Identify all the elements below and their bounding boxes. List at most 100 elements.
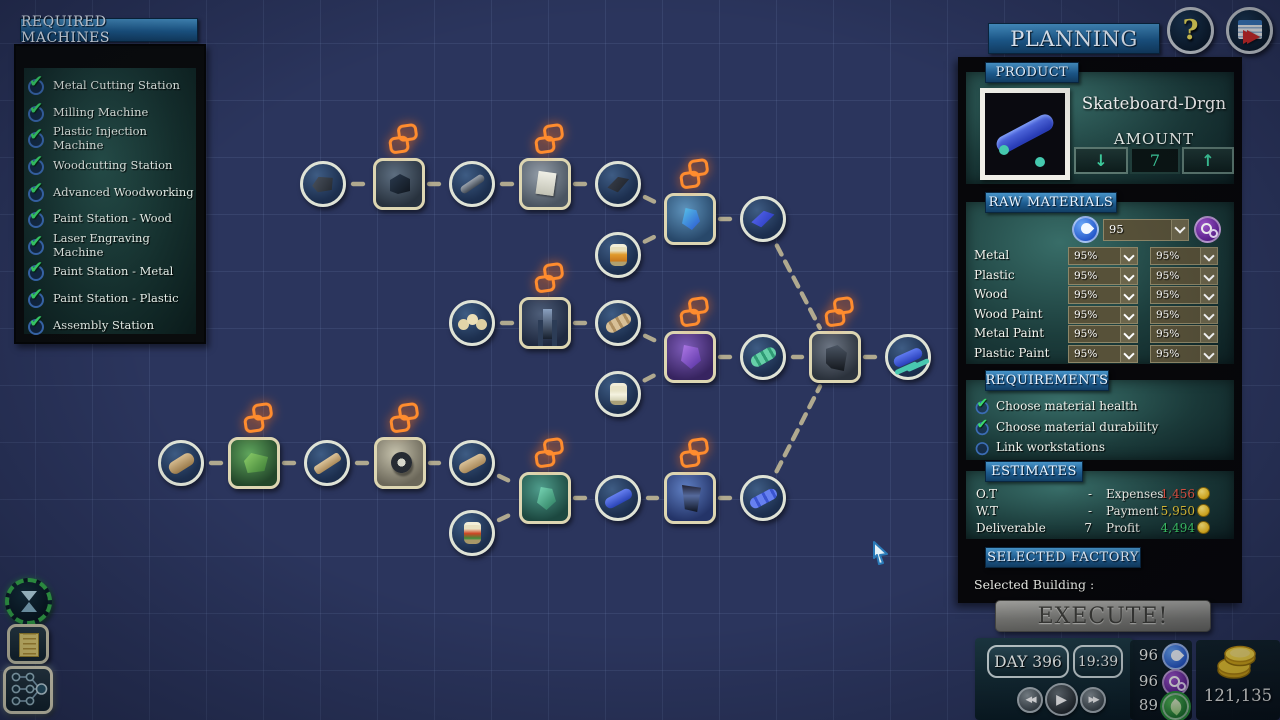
log-icon xyxy=(161,443,201,483)
requirement-row: Link workstations xyxy=(972,437,1232,458)
export-plan-button[interactable] xyxy=(1226,7,1273,54)
machine-label: Laser Engraving Machine xyxy=(53,230,150,259)
material-health-dropdown[interactable]: 95% xyxy=(1068,325,1138,344)
material-durability-dropdown[interactable]: 95% xyxy=(1150,305,1218,324)
estimate-name: Profit xyxy=(1106,520,1140,535)
durability-molecule-icon xyxy=(1162,669,1189,696)
machine-row: Woodcutting Station xyxy=(26,152,196,179)
health-stat-value: 96 xyxy=(1138,646,1158,664)
fast-forward-icon: ▶▶ xyxy=(1088,695,1099,705)
truck-raw-icon xyxy=(598,164,638,204)
profit-value: 4,494 xyxy=(1161,520,1210,535)
node-metal-cutting-station[interactable] xyxy=(373,158,425,210)
clock-display: 19:39 xyxy=(1073,645,1123,678)
node-skateboard-final[interactable] xyxy=(885,334,931,380)
paint-can-white-icon xyxy=(598,374,638,414)
amount-increase-button[interactable]: ↑ xyxy=(1182,147,1234,174)
node-wood-paint-can[interactable] xyxy=(449,510,495,556)
help-button[interactable]: ? xyxy=(1167,7,1214,54)
material-row: Plastic Paint 95% 95% xyxy=(966,344,1234,364)
plank-icon xyxy=(307,443,347,483)
material-durability-dropdown[interactable]: 95% xyxy=(1150,344,1218,363)
skateboard-icon xyxy=(888,337,928,377)
pellets-icon xyxy=(452,303,492,343)
document-icon xyxy=(19,633,39,657)
amount-decrease-button[interactable]: ↓ xyxy=(1074,147,1128,174)
node-wheels-raw[interactable] xyxy=(595,300,641,346)
material-durability-dropdown[interactable]: 95% xyxy=(1150,266,1218,285)
node-plank[interactable] xyxy=(304,440,350,486)
check-icon xyxy=(26,312,48,335)
node-truck-painted[interactable] xyxy=(740,196,786,242)
material-health-dropdown[interactable]: 95% xyxy=(1068,344,1138,363)
node-plastic-injection-machine[interactable] xyxy=(519,297,571,349)
node-wheels-painted[interactable] xyxy=(740,334,786,380)
chevron-down-icon xyxy=(1120,267,1137,284)
check-icon xyxy=(26,99,48,122)
material-durability-dropdown[interactable]: 95% xyxy=(1150,247,1218,265)
deck-shaped-icon xyxy=(452,443,492,483)
flowchart-view-button[interactable] xyxy=(3,666,53,714)
node-assembly-station[interactable] xyxy=(809,331,861,383)
node-woodcutting-station[interactable] xyxy=(228,437,280,489)
machine-row: Advanced Woodworking xyxy=(26,178,196,205)
chain-link-icon xyxy=(676,155,708,189)
execute-button[interactable]: EXECUTE! xyxy=(995,600,1211,632)
check-icon xyxy=(26,258,48,282)
material-durability-dropdown[interactable]: 95% xyxy=(1150,286,1218,305)
material-health-dropdown[interactable]: 95% xyxy=(1068,266,1138,285)
node-deck-engraved[interactable] xyxy=(740,475,786,521)
check-icon xyxy=(26,125,48,149)
material-name: Metal xyxy=(974,248,1010,262)
node-paint-station-metal[interactable] xyxy=(664,193,716,245)
machine-label: Paint Station - Metal xyxy=(53,264,174,279)
fast-forward-button[interactable]: ▶▶ xyxy=(1080,687,1106,713)
wheels-raw-icon xyxy=(598,303,638,343)
metal-chunk-icon xyxy=(303,164,343,204)
material-health-dropdown[interactable]: 95% xyxy=(1068,247,1138,265)
skateboard-wheel-graphic xyxy=(999,145,1009,155)
node-paint-station-wood[interactable] xyxy=(519,472,571,524)
node-milling-machine[interactable] xyxy=(519,158,571,210)
payment-value: 5,950 xyxy=(1161,503,1210,518)
node-deck-painted[interactable] xyxy=(595,475,641,521)
material-row: Metal 95% 95% xyxy=(966,246,1234,266)
estimate-name: Expenses xyxy=(1106,486,1164,501)
material-health-dropdown[interactable]: 95% xyxy=(1068,305,1138,324)
chain-link-icon xyxy=(676,293,708,327)
node-paint-station-plastic[interactable] xyxy=(664,331,716,383)
arrow-down-icon: ↓ xyxy=(1094,151,1108,170)
report-document-button[interactable] xyxy=(7,624,49,664)
deck-painted-icon xyxy=(598,478,638,518)
node-metal-rod[interactable] xyxy=(449,161,495,207)
node-advanced-woodworking[interactable] xyxy=(374,437,426,489)
rewind-button[interactable]: ◀◀ xyxy=(1017,687,1043,713)
estimate-value: 7 xyxy=(1084,520,1092,535)
requirement-label: Choose material durability xyxy=(996,419,1159,434)
estimate-name: O.T xyxy=(976,486,997,501)
expenses-value: 1,456 xyxy=(1161,486,1210,501)
check-icon xyxy=(26,232,48,255)
node-laser-engraving-machine[interactable] xyxy=(664,472,716,524)
node-wood-log[interactable] xyxy=(158,440,204,486)
node-metal-paint-can[interactable] xyxy=(595,232,641,278)
material-durability-dropdown[interactable]: 95% xyxy=(1150,325,1218,344)
node-truck-raw[interactable] xyxy=(595,161,641,207)
requirements-list: Choose material health Choose material d… xyxy=(972,396,1232,458)
node-metal-ore[interactable] xyxy=(300,161,346,207)
requirement-label: Link workstations xyxy=(996,440,1106,455)
required-machines-header: REQUIRED MACHINES xyxy=(20,14,198,46)
coin-icon xyxy=(1197,486,1210,500)
node-plastic-paint-can[interactable] xyxy=(595,371,641,417)
node-deck-shaped[interactable] xyxy=(449,440,495,486)
global-quality-dropdown[interactable]: 95 xyxy=(1103,219,1189,241)
material-row: Metal Paint 95% 95% xyxy=(966,324,1234,344)
chevron-down-icon xyxy=(1120,345,1137,362)
global-quality-value: 95 xyxy=(1109,222,1124,236)
time-hourglass-button[interactable] xyxy=(5,578,52,625)
material-health-dropdown[interactable]: 95% xyxy=(1068,286,1138,305)
play-button[interactable]: ▶ xyxy=(1045,683,1078,716)
chain-link-icon xyxy=(531,120,563,154)
node-plastic-pellets[interactable] xyxy=(449,300,495,346)
